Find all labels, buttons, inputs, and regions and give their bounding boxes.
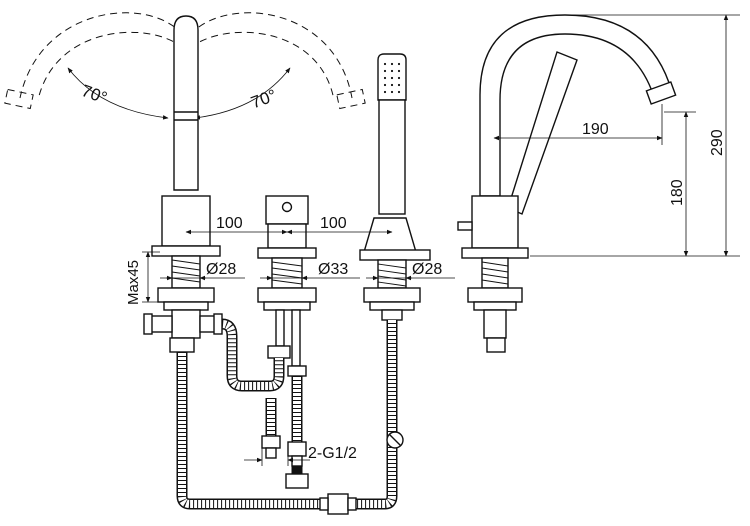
total-height-label: 290: [709, 129, 726, 156]
inlet-bottom-nut: [285, 473, 309, 489]
side-nut: [467, 287, 523, 303]
swivel-spout-front-view: 70° 70°: [4, 12, 366, 257]
angle-label-left: 70°: [79, 81, 110, 108]
side-body: [471, 195, 519, 249]
rotation-arrow-left: [67, 67, 169, 120]
hole-diameter-left: Ø28: [206, 261, 236, 278]
inlet-nut-right: [287, 441, 307, 457]
side-shank-end: [486, 337, 506, 353]
flexible-hoses: [176, 318, 404, 515]
spout-pipe: [173, 15, 199, 191]
middle-connector-left: [267, 345, 291, 359]
hole-diameter-right: Ø28: [412, 261, 442, 278]
side-base-plate: [461, 247, 529, 259]
hole-diameter-middle: Ø33: [318, 261, 348, 278]
angle-label-right: 70°: [248, 86, 279, 113]
spacing-label-left: 100: [216, 215, 243, 232]
swivel-spout-tip-right: [336, 88, 366, 110]
right-nut: [363, 287, 421, 303]
hose-bottom-connector: [327, 493, 349, 515]
mixer-base-plate: [257, 247, 317, 259]
inlet-thread-label: 2-G1/2: [308, 445, 357, 462]
spout-base-plate: [151, 245, 221, 257]
spout-side-view: [457, 14, 677, 353]
max-deck-thickness-label: Max45: [125, 260, 142, 305]
middle-shank-assembly: [257, 257, 317, 377]
middle-nut: [257, 287, 317, 303]
hand-shower-base-plate: [359, 249, 431, 261]
hand-shower-holder: [363, 217, 417, 253]
right-shank-assembly: [363, 259, 421, 321]
side-lever-handle: [507, 51, 578, 215]
rotation-arrow-right: [194, 67, 291, 120]
inlet-nut-left: [261, 435, 281, 449]
side-spout-tip: [645, 81, 677, 105]
swivel-arc-left-outer: [19, 12, 184, 99]
swivel-arc-right-inner: [189, 31, 335, 101]
swivel-arc-right-outer: [189, 12, 353, 99]
mixer-indicator-dot: [281, 201, 293, 213]
swivel-arc-left-inner: [37, 31, 184, 101]
mixer-lever: [265, 195, 309, 225]
left-shank-assembly: [143, 255, 223, 353]
side-shank: [483, 309, 507, 339]
hand-shower-handle: [378, 99, 406, 215]
spout-height-label: 180: [669, 179, 686, 206]
reach-label: 190: [582, 121, 609, 138]
middle-connector-right: [287, 365, 307, 377]
left-bottom-nut: [169, 337, 195, 353]
spout-body: [161, 195, 211, 247]
side-lever-knob: [457, 221, 473, 231]
swivel-spout-tip-left: [4, 88, 34, 110]
side-spout-arc: [479, 14, 673, 197]
left-nut: [157, 287, 215, 303]
dimension-lines: 100 100 Ø28 Ø33 Ø28 Max45 190 180 290: [125, 14, 740, 466]
spacing-label-right: 100: [320, 215, 347, 232]
hand-shower-spray-dots: [383, 62, 401, 94]
hand-shower: [359, 53, 431, 261]
mixer-valve: [257, 195, 317, 259]
mixer-body: [267, 223, 307, 249]
